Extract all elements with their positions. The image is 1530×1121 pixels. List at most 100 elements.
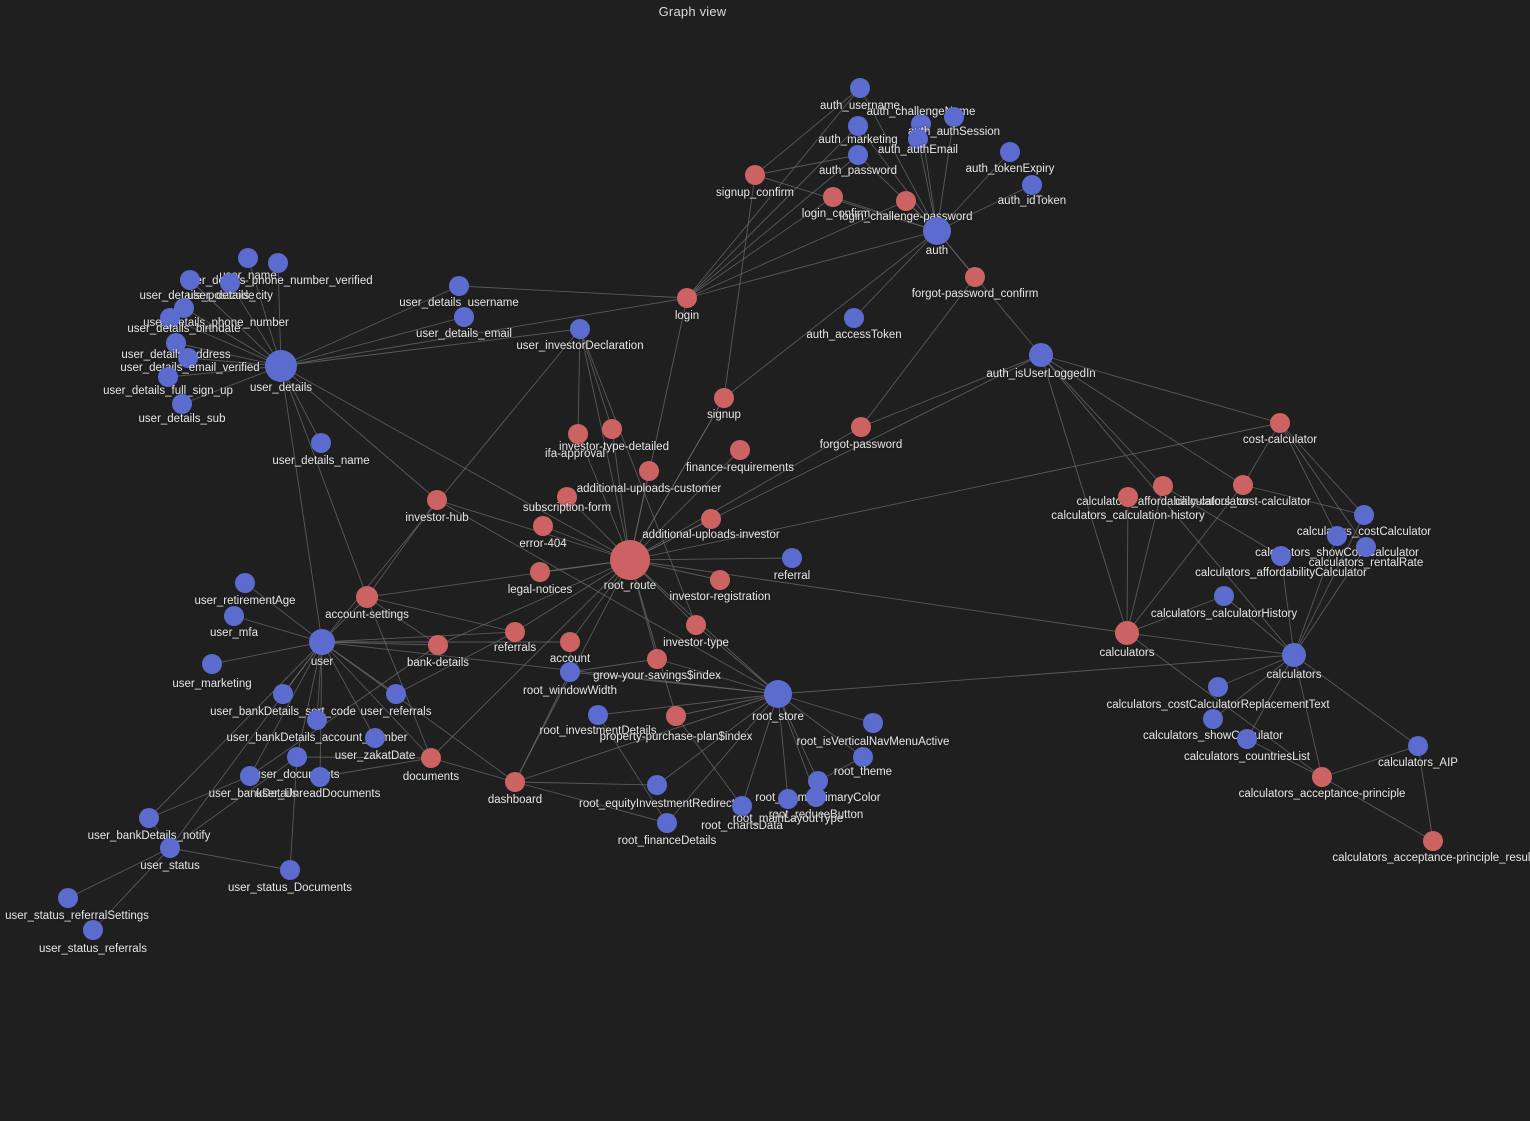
graph-node[interactable] bbox=[1233, 475, 1253, 495]
graph-node[interactable] bbox=[428, 635, 448, 655]
graph-node[interactable] bbox=[806, 787, 826, 807]
graph-node[interactable] bbox=[848, 116, 868, 136]
graph-node[interactable] bbox=[356, 586, 378, 608]
graph-edge bbox=[319, 757, 432, 778]
graph-edge bbox=[1040, 354, 1295, 656]
graph-node[interactable] bbox=[386, 684, 406, 704]
graph-node[interactable] bbox=[427, 490, 447, 510]
graph-node[interactable] bbox=[908, 129, 928, 149]
graph-node[interactable] bbox=[220, 273, 240, 293]
graph-node[interactable] bbox=[224, 606, 244, 626]
graph-node[interactable] bbox=[745, 165, 765, 185]
graph-node[interactable] bbox=[421, 748, 441, 768]
graph-node[interactable] bbox=[923, 217, 951, 245]
graph-node[interactable] bbox=[844, 308, 864, 328]
graph-node[interactable] bbox=[588, 705, 608, 725]
graph-node[interactable] bbox=[1354, 505, 1374, 525]
graph-node[interactable] bbox=[58, 888, 78, 908]
graph-node[interactable] bbox=[782, 548, 802, 568]
graph-node[interactable] bbox=[1022, 175, 1042, 195]
graph-node[interactable] bbox=[686, 615, 706, 635]
graph-node[interactable] bbox=[505, 622, 525, 642]
graph-node[interactable] bbox=[83, 920, 103, 940]
graph-node[interactable] bbox=[172, 394, 192, 414]
graph-node[interactable] bbox=[560, 632, 580, 652]
graph-node[interactable] bbox=[1270, 413, 1290, 433]
graph-node[interactable] bbox=[287, 747, 307, 767]
graph-node[interactable] bbox=[1327, 526, 1347, 546]
graph-node[interactable] bbox=[1214, 586, 1234, 606]
graph-node-label: referral bbox=[773, 570, 811, 582]
graph-node[interactable] bbox=[235, 573, 255, 593]
graph-node[interactable] bbox=[764, 680, 792, 708]
graph-node[interactable] bbox=[944, 107, 964, 127]
graph-node[interactable] bbox=[240, 766, 260, 786]
graph-node[interactable] bbox=[1356, 537, 1376, 557]
graph-node[interactable] bbox=[851, 417, 871, 437]
graph-node[interactable] bbox=[139, 808, 159, 828]
graph-node[interactable] bbox=[178, 348, 198, 368]
graph-node[interactable] bbox=[166, 333, 186, 353]
graph-node[interactable] bbox=[273, 684, 293, 704]
graph-node[interactable] bbox=[180, 270, 200, 290]
graph-node[interactable] bbox=[1423, 831, 1443, 851]
graph-node[interactable] bbox=[268, 253, 288, 273]
graph-node[interactable] bbox=[505, 772, 525, 792]
graph-node[interactable] bbox=[863, 713, 883, 733]
graph-node[interactable] bbox=[1237, 729, 1257, 749]
graph-node[interactable] bbox=[311, 433, 331, 453]
graph-node[interactable] bbox=[1153, 476, 1173, 496]
graph-node[interactable] bbox=[732, 796, 752, 816]
graph-node[interactable] bbox=[557, 487, 577, 507]
graph-node[interactable] bbox=[202, 654, 222, 674]
graph-node[interactable] bbox=[454, 307, 474, 327]
graph-node[interactable] bbox=[280, 860, 300, 880]
graph-node[interactable] bbox=[677, 288, 697, 308]
graph-node[interactable] bbox=[848, 145, 868, 165]
graph-node[interactable] bbox=[1000, 142, 1020, 162]
graph-node[interactable] bbox=[310, 767, 330, 787]
graph-node[interactable] bbox=[714, 388, 734, 408]
graph-node[interactable] bbox=[1408, 736, 1428, 756]
graph-node[interactable] bbox=[850, 78, 870, 98]
graph-node-label: auth_tokenExpiry bbox=[965, 163, 1055, 175]
graph-node[interactable] bbox=[1208, 677, 1228, 697]
graph-node[interactable] bbox=[853, 747, 873, 767]
graph-node[interactable] bbox=[265, 350, 297, 382]
graph-node[interactable] bbox=[610, 540, 650, 580]
graph-node[interactable] bbox=[647, 775, 667, 795]
graph-node[interactable] bbox=[778, 789, 798, 809]
graph-node[interactable] bbox=[568, 424, 588, 444]
graph-node[interactable] bbox=[1118, 487, 1138, 507]
graph-node[interactable] bbox=[701, 509, 721, 529]
graph-node[interactable] bbox=[449, 276, 469, 296]
graph-node[interactable] bbox=[602, 419, 622, 439]
graph-node[interactable] bbox=[1115, 621, 1139, 645]
graph-node[interactable] bbox=[896, 191, 916, 211]
graph-node[interactable] bbox=[530, 562, 550, 582]
graph-node[interactable] bbox=[365, 728, 385, 748]
graph-node[interactable] bbox=[533, 516, 553, 536]
graph-node[interactable] bbox=[1203, 709, 1223, 729]
graph-node[interactable] bbox=[307, 710, 327, 730]
graph-node[interactable] bbox=[1029, 343, 1053, 367]
graph-node[interactable] bbox=[1312, 767, 1332, 787]
graph-node[interactable] bbox=[639, 461, 659, 481]
graph-node[interactable] bbox=[965, 267, 985, 287]
graph-node[interactable] bbox=[647, 649, 667, 669]
graph-node[interactable] bbox=[666, 706, 686, 726]
graph-node[interactable] bbox=[309, 629, 335, 655]
graph-node[interactable] bbox=[808, 771, 828, 791]
graph-node[interactable] bbox=[710, 570, 730, 590]
graph-node[interactable] bbox=[1271, 546, 1291, 566]
graph-node[interactable] bbox=[730, 440, 750, 460]
graph-node[interactable] bbox=[570, 319, 590, 339]
graph-node[interactable] bbox=[1282, 643, 1306, 667]
graph-node[interactable] bbox=[238, 248, 258, 268]
graph-node[interactable] bbox=[160, 308, 180, 328]
graph-node[interactable] bbox=[823, 187, 843, 207]
graph-node[interactable] bbox=[158, 367, 178, 387]
graph-node[interactable] bbox=[657, 813, 677, 833]
graph-node[interactable] bbox=[560, 662, 580, 682]
graph-node[interactable] bbox=[160, 838, 180, 858]
